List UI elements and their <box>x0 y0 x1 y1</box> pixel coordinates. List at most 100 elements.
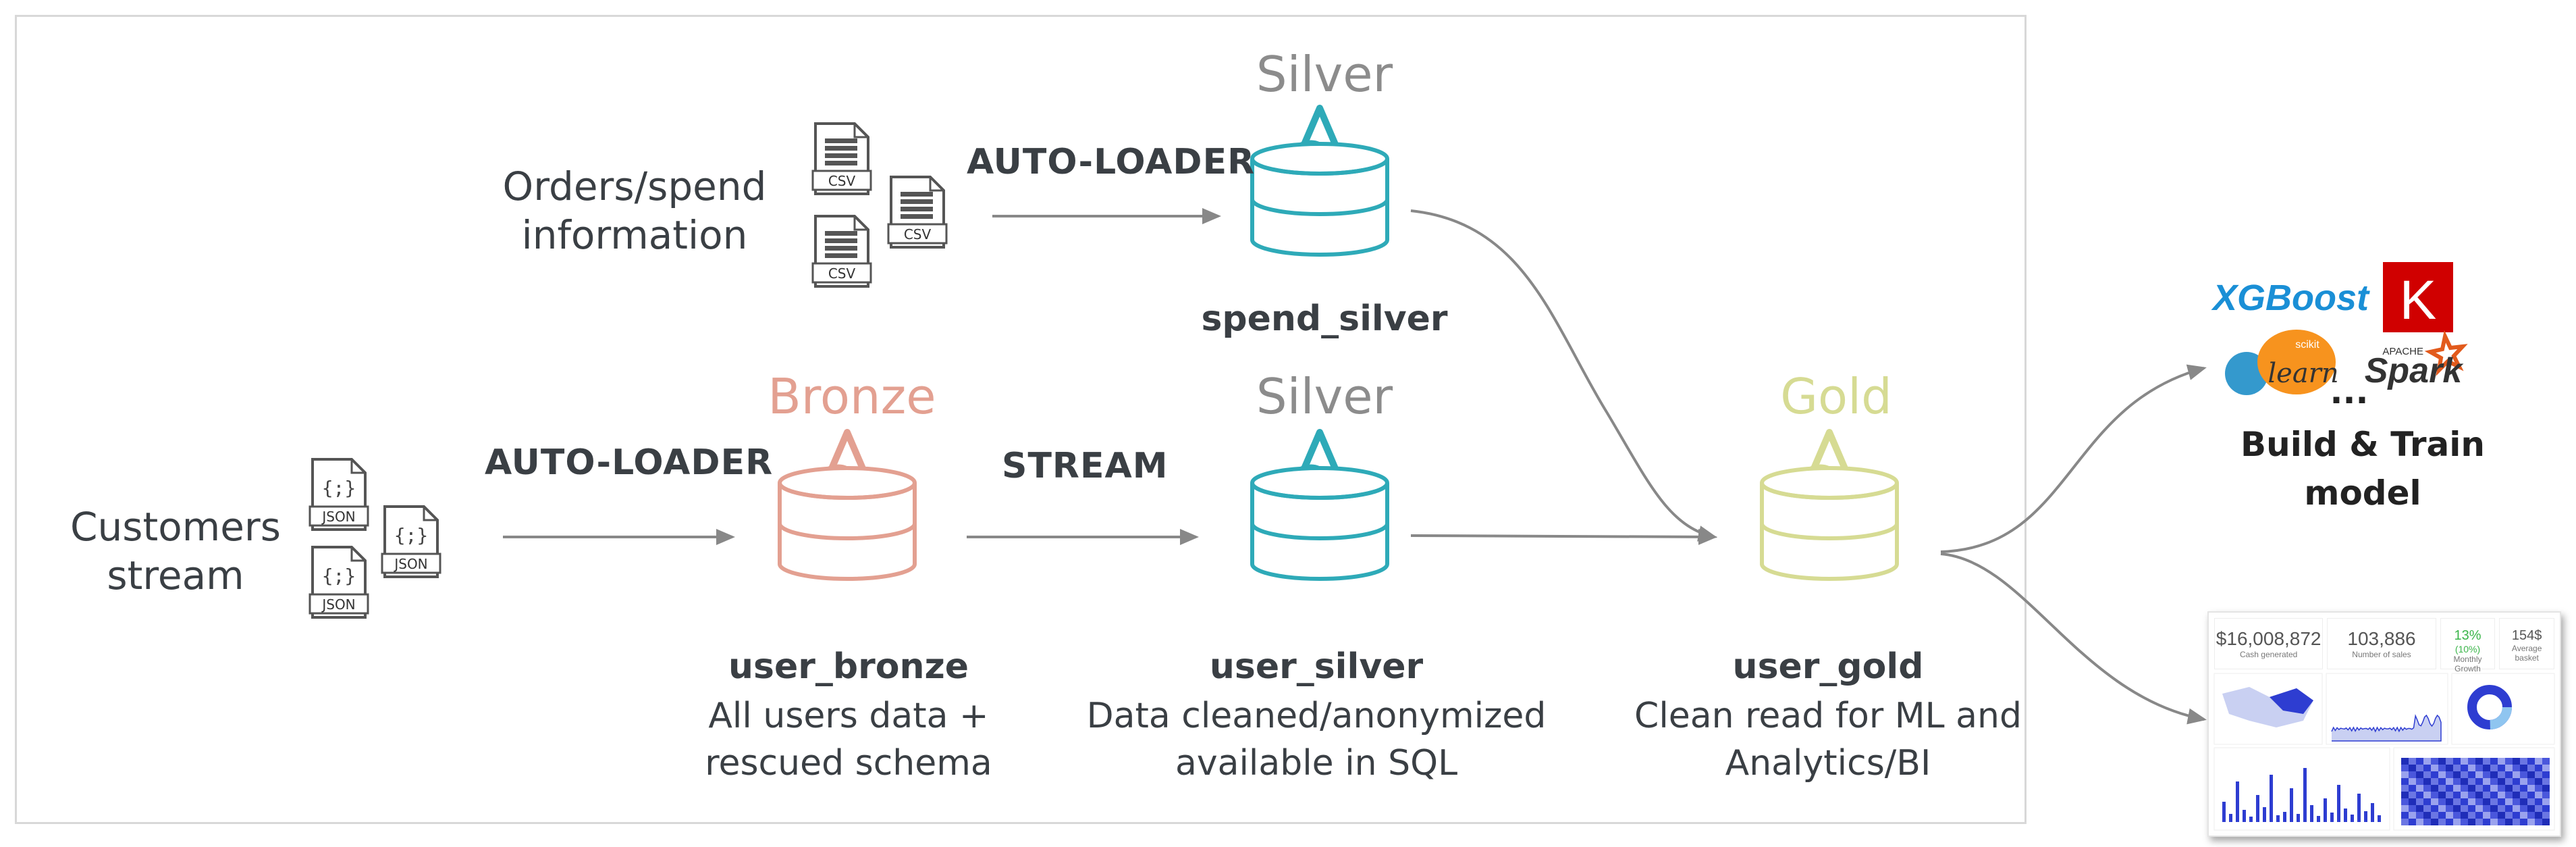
heatmap-cell <box>2527 798 2535 805</box>
heatmap-cell <box>2527 785 2535 792</box>
heatmap-cell <box>2542 765 2550 771</box>
ml-caption-line: Build & Train <box>2240 425 2485 464</box>
heatmap-cell <box>2431 778 2438 785</box>
heatmap-cell <box>2483 765 2490 771</box>
user-gold-caption: user_gold Clean read for ML and Analytic… <box>1592 646 2064 787</box>
heatmap-cell <box>2513 812 2520 819</box>
svg-text:CSV: CSV <box>828 265 856 282</box>
dashboard-bar <box>2364 811 2367 822</box>
heatmap-cell <box>2401 792 2409 798</box>
ml-caption-line: model <box>2304 473 2421 513</box>
svg-text:CSV: CSV <box>904 226 932 242</box>
heatmap-cell <box>2423 758 2431 765</box>
spark-logo-icon: APACHE Spark <box>2365 330 2468 390</box>
user-silver-table-name: user_silver <box>1209 646 1424 687</box>
heatmap-cell <box>2416 758 2423 765</box>
heatmap-cell <box>2423 819 2431 825</box>
heatmap-cell <box>2483 785 2490 792</box>
heatmap-cell <box>2535 805 2542 812</box>
heatmap-cell <box>2431 812 2438 819</box>
heatmap-cell <box>2535 785 2542 792</box>
heatmap-cell <box>2446 819 2453 825</box>
heatmap-cell <box>2498 771 2505 778</box>
heatmap-cell <box>2453 758 2461 765</box>
heatmap-cell <box>2490 792 2498 798</box>
heatmap-cell <box>2468 812 2475 819</box>
heatmap-cell <box>2535 778 2542 785</box>
heatmap-cell <box>2490 771 2498 778</box>
orders-source-line: Orders/spend <box>502 163 767 209</box>
heatmap-cell <box>2461 805 2468 812</box>
heatmap-cell <box>2513 805 2520 812</box>
heatmap-cell <box>2527 812 2535 819</box>
heatmap-cell <box>2416 765 2423 771</box>
heatmap-cell <box>2431 785 2438 792</box>
heatmap-cell <box>2527 771 2535 778</box>
heatmap-cell <box>2409 812 2416 819</box>
heatmap-cell <box>2461 792 2468 798</box>
heatmap-cell <box>2401 771 2409 778</box>
heatmap-cell <box>2542 792 2550 798</box>
heatmap-cell <box>2490 765 2498 771</box>
svg-text:scikit: scikit <box>2295 339 2319 351</box>
heatmap-cell <box>2505 785 2513 792</box>
heatmap-cell <box>2453 785 2461 792</box>
heatmap-cell <box>2527 819 2535 825</box>
dashboard-bar <box>2330 813 2334 822</box>
kpi-sub: (10%) <box>2454 644 2481 654</box>
heatmap-cell <box>2446 805 2453 812</box>
heatmap-cell <box>2453 765 2461 771</box>
heatmap-cell <box>2483 771 2490 778</box>
heatmap-cell <box>2446 771 2453 778</box>
heatmap-cell <box>2416 812 2423 819</box>
heatmap-cell <box>2416 805 2423 812</box>
heatmap-cell <box>2513 785 2520 792</box>
heatmap-cell <box>2535 798 2542 805</box>
heatmap-cell <box>2520 798 2527 805</box>
kpi-label: Average basket <box>2511 644 2542 663</box>
heatmap-cell <box>2401 778 2409 785</box>
gold-to-bi-arrow <box>1940 553 2207 725</box>
description-line: available in SQL <box>1175 743 1458 784</box>
heatmap-cell <box>2527 805 2535 812</box>
heatmap-cell <box>2401 819 2409 825</box>
json-file-icon: {;}JSON <box>381 505 441 578</box>
heatmap-cell <box>2409 778 2416 785</box>
customers-source-label: Customers stream <box>44 503 307 600</box>
kpi-value: 13% <box>2454 628 2481 643</box>
heatmap-cell <box>2468 771 2475 778</box>
dashboard-bar <box>2310 805 2313 822</box>
csv-file-icon: CSV <box>811 122 872 195</box>
dashboard-bar <box>2351 815 2354 822</box>
heatmap-cell <box>2535 771 2542 778</box>
heatmap-cell <box>2483 758 2490 765</box>
heatmap-cell <box>2483 812 2490 819</box>
silver-to-gold-arrow <box>1410 528 1717 545</box>
kpi-value: 103,886 <box>2347 628 2416 649</box>
sklearn-logo-icon: scikit learn <box>2225 330 2339 395</box>
heatmap-cell <box>2453 812 2461 819</box>
heatmap-cell <box>2438 819 2446 825</box>
heatmap-cell <box>2461 765 2468 771</box>
heatmap-cell <box>2453 771 2461 778</box>
dashboard-bar <box>2290 788 2293 822</box>
heatmap-cell <box>2423 812 2431 819</box>
heatmap-cell <box>2461 778 2468 785</box>
heatmap-cell <box>2468 819 2475 825</box>
heatmap-cell <box>2490 812 2498 819</box>
heatmap-cell <box>2453 819 2461 825</box>
dashboard-bar <box>2270 775 2273 822</box>
heatmap-cell <box>2461 771 2468 778</box>
heatmap-cell <box>2475 792 2483 798</box>
heatmap-cell <box>2461 819 2468 825</box>
heatmap-cell <box>2409 819 2416 825</box>
dashboard-bar <box>2344 808 2347 822</box>
heatmap-cell <box>2423 798 2431 805</box>
heatmap-cell <box>2446 778 2453 785</box>
heatmap-cell <box>2446 765 2453 771</box>
heatmap-cell <box>2505 778 2513 785</box>
heatmap-cell <box>2438 758 2446 765</box>
svg-text:APACHE: APACHE <box>2382 346 2423 357</box>
heatmap-cell <box>2468 765 2475 771</box>
heatmap-cell <box>2483 792 2490 798</box>
